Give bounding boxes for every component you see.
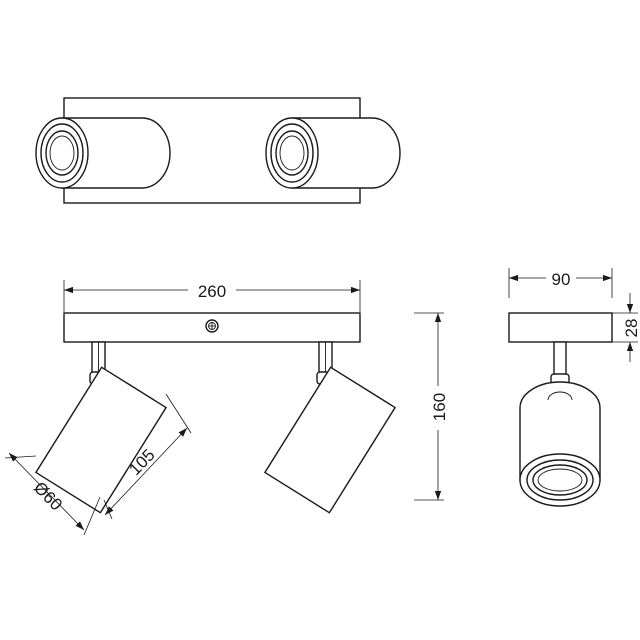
top-view [35, 97, 401, 204]
mounting-screw-icon [205, 319, 219, 333]
dimension-total-height: 160 [414, 312, 450, 501]
top-view-right-spotlight [265, 117, 401, 189]
dimension-plate-thickness: 28 [612, 293, 640, 362]
dimension-plate-thickness-label: 28 [622, 319, 640, 338]
side-view: 90 28 [508, 267, 640, 507]
front-view: 260 [4, 279, 450, 536]
dimension-side-width-label: 90 [552, 270, 571, 289]
top-view-left-spotlight [35, 117, 171, 189]
dimension-total-height-label: 160 [430, 393, 449, 421]
side-view-spotlight [519, 381, 601, 507]
dimension-bar-width-label: 260 [198, 282, 226, 301]
dimension-bar-width: 260 [63, 279, 361, 312]
dimension-side-width: 90 [508, 267, 613, 298]
front-view-right-spotlight [263, 366, 397, 514]
side-view-base-plate [508, 312, 613, 343]
